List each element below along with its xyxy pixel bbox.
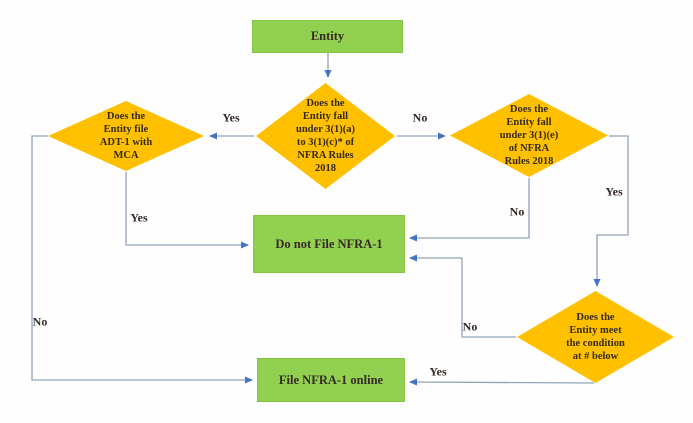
edge-cond-yes [409,378,595,386]
edge-label-adt1-no: No [32,314,48,329]
edge-label-main-yes: Yes [222,110,240,125]
decision-condition-below-label: Does the Entity meet the condition at # … [566,311,625,363]
edge-adt1-yes [125,172,249,249]
edge-label-cond-no: No [462,319,478,334]
do-not-file-node-label: Do not File NFRA-1 [275,236,383,251]
edge-cond-no [409,254,516,338]
edge-label-main-no: No [412,110,428,125]
edge-label-adt1-yes: Yes [130,210,148,225]
decision-nfra-rules-3-1-a-c-label: Does the Entity fall under 3(1)(a) to 3(… [295,97,355,175]
file-online-node: File NFRA-1 online [257,358,405,402]
edge-label-31e-yes: Yes [605,184,623,199]
decision-adt1-mca-label: Does the Entity file ADT-1 with MCA [99,110,153,162]
do-not-file-node: Do not File NFRA-1 [253,215,405,273]
decision-nfra-rules-3-1-e-label: Does the Entity fall under 3(1)(e) of NF… [499,103,559,168]
edge-label-cond-yes: Yes [429,364,447,379]
edge-31e-yes [593,135,629,287]
file-online-node-label: File NFRA-1 online [278,372,384,387]
edge-label-31e-no: No [509,204,525,219]
entity-node-label: Entity [310,29,345,43]
edge-adt1-no [31,135,253,384]
edge-31e-no [409,178,530,242]
entity-node: Entity [252,20,403,53]
